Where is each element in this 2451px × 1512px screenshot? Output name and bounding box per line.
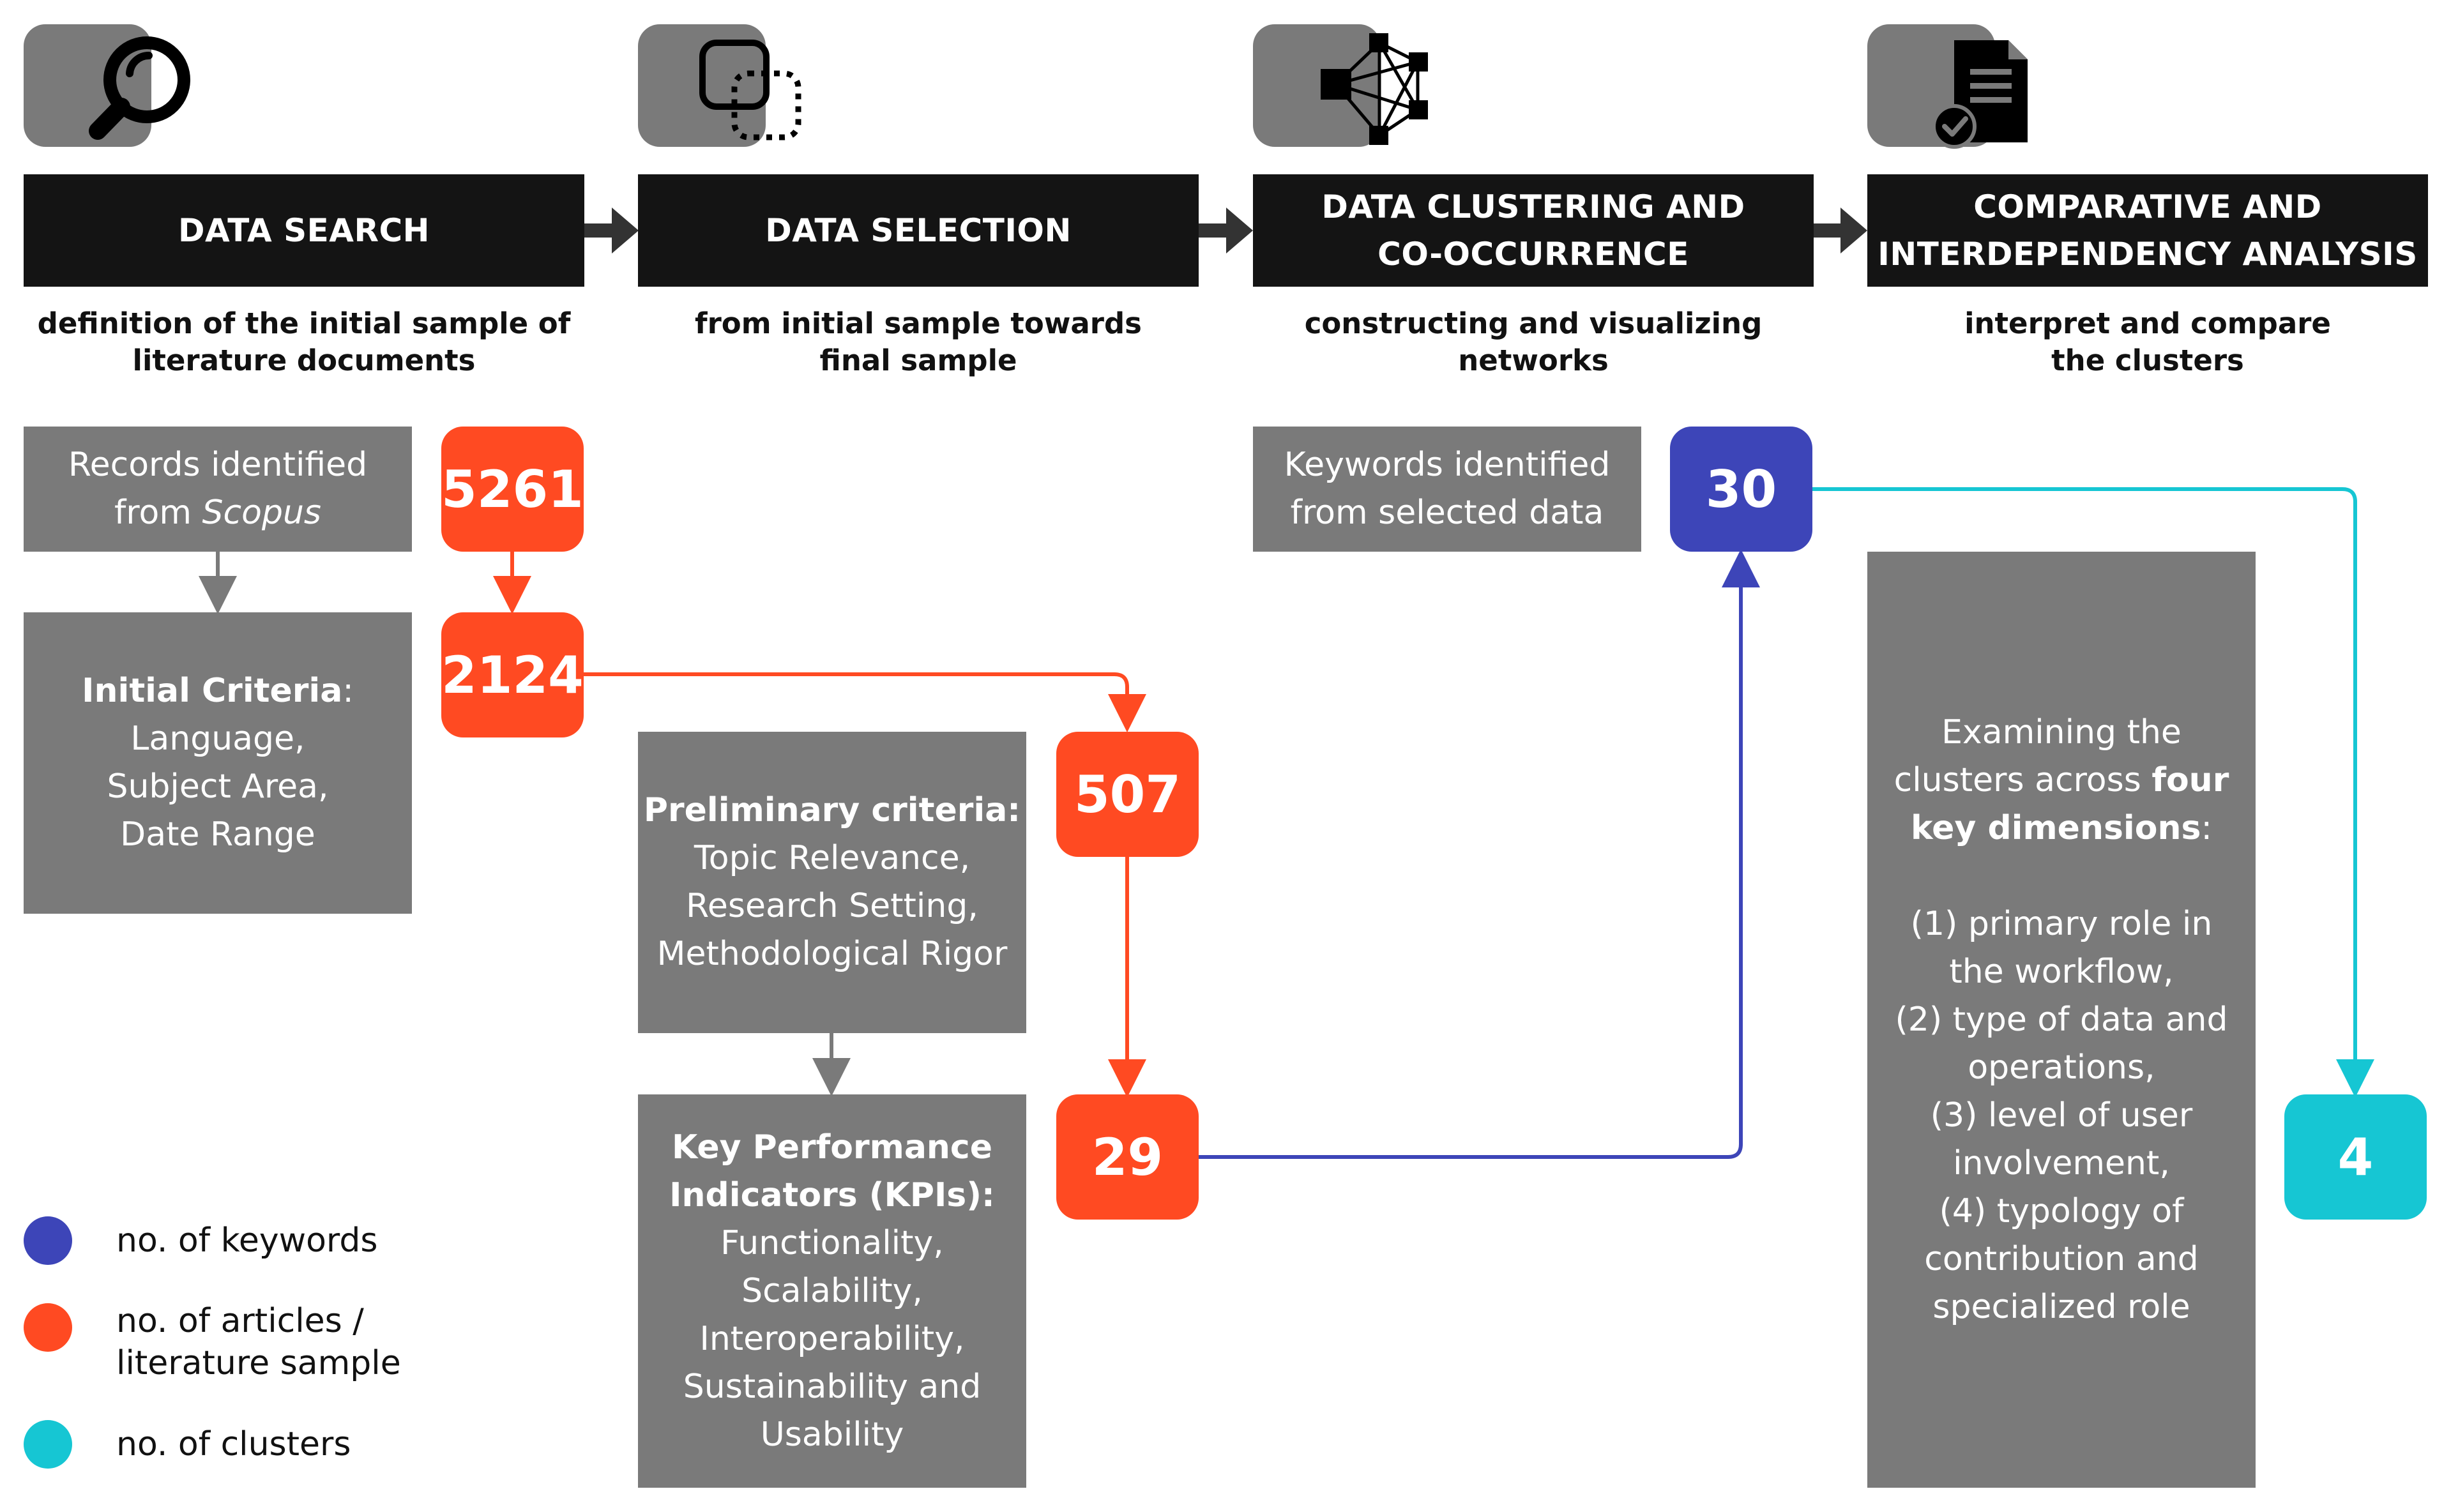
legend-dot-articles xyxy=(24,1303,72,1352)
legend-label-clusters: no. of clusters xyxy=(116,1425,351,1463)
phase-subtitle-data-selection: from initial sample towards final sample xyxy=(695,306,1142,377)
examining-intro-3-text: : xyxy=(2201,808,2212,847)
phase-title-data-selection: DATA SELECTION xyxy=(638,174,1199,287)
legend-label-keywords: no. of keywords xyxy=(116,1221,378,1260)
examining-item: contribution and xyxy=(1924,1239,2199,1278)
keywords-identified-box: Keywords identified from selected data xyxy=(1253,427,1641,552)
examining-item: (1) primary role in xyxy=(1910,904,2213,943)
count-after-initial-criteria: 2124 xyxy=(441,612,584,737)
phase-subtitle-data-clustering: constructing and visualizing networks xyxy=(1304,306,1763,377)
count-clusters: 4 xyxy=(2284,1094,2427,1220)
legend-dot-keywords xyxy=(24,1216,72,1265)
examining-item: involvement, xyxy=(1953,1144,2170,1183)
examining-item: operations, xyxy=(1968,1048,2155,1087)
initial-criteria-item: Language, xyxy=(130,720,305,758)
initial-criteria-item: Date Range xyxy=(120,815,315,854)
preliminary-criteria-box: Preliminary criteria: Topic Relevance, R… xyxy=(638,732,1026,1033)
phase-arrow-2 xyxy=(1199,208,1253,253)
examining-item: (3) level of user xyxy=(1930,1096,2193,1135)
document-check-icon xyxy=(1932,40,2028,149)
arrow-29-to-30 xyxy=(1198,549,1760,1159)
network-icon xyxy=(1321,33,1428,145)
magnifier-icon xyxy=(89,36,190,140)
phase-title-comparative-analysis: COMPARATIVE AND INTERDEPENDENCY ANALYSIS xyxy=(1867,174,2428,287)
records-box-line-1: Records identified xyxy=(68,446,368,484)
count-records-identified: 5261 xyxy=(441,427,584,552)
preliminary-criteria-item: Methodological Rigor xyxy=(656,935,1008,973)
overlapping-squares-icon xyxy=(699,40,801,140)
legend-label-articles: no. of articles / literature sample xyxy=(116,1302,401,1382)
arrow-2124-to-507 xyxy=(584,672,1146,732)
preliminary-criteria-item: Research Setting, xyxy=(686,887,978,925)
records-identified-box: Records identified from Scopus xyxy=(24,427,412,552)
examining-intro-2-bold: four xyxy=(2151,760,2229,799)
count-final-articles: 29 xyxy=(1056,1094,1199,1220)
kpi-box: Key Performance Indicators (KPIs): Funct… xyxy=(638,1094,1026,1488)
records-box-source: Scopus xyxy=(202,494,321,532)
phase-title-data-clustering: DATA CLUSTERING AND CO-OCCURRENCE xyxy=(1253,174,1814,287)
initial-criteria-heading: Initial Criteria: xyxy=(82,667,354,715)
count-keywords: 30 xyxy=(1670,427,1812,552)
initial-criteria-colon: : xyxy=(342,672,354,710)
examining-item: (4) typology of xyxy=(1939,1191,2184,1230)
examining-intro-2-text: clusters across xyxy=(1893,760,2152,799)
phase-subtitle-comparative-analysis: interpret and compare the clusters xyxy=(1964,306,2331,377)
examining-intro-3-bold: key dimensions xyxy=(1911,808,2201,847)
keywords-box-line: Keywords identified xyxy=(1284,446,1611,484)
examining-intro-line-1: Examining the xyxy=(1941,713,2182,752)
kpi-title-line: Indicators (KPIs): xyxy=(669,1176,995,1214)
kpi-item: Scalability, xyxy=(741,1271,923,1310)
keywords-box-line: from selected data xyxy=(1290,494,1604,532)
initial-criteria-item: Subject Area, xyxy=(107,767,329,806)
preliminary-criteria-item: Topic Relevance, xyxy=(694,839,971,877)
kpi-item: Sustainability and xyxy=(683,1367,982,1406)
examining-item: specialized role xyxy=(1932,1287,2190,1326)
kpi-item: Interoperability, xyxy=(699,1319,965,1358)
examining-intro-line-3: key dimensions: xyxy=(1911,805,2212,852)
count-after-preliminary: 507 xyxy=(1056,732,1199,857)
kpi-item: Usability xyxy=(760,1415,904,1454)
examining-intro-line-2: clusters across four xyxy=(1894,757,2229,805)
phase-arrow-3 xyxy=(1813,208,1867,253)
phase-subtitle-data-search: definition of the initial sample of lite… xyxy=(37,306,571,377)
examining-dimensions-box: Examining the clusters across four key d… xyxy=(1867,552,2256,1488)
records-box-from-text: from xyxy=(114,494,202,532)
phase-arrow-1 xyxy=(584,208,639,253)
examining-item: (2) type of data and xyxy=(1895,1000,2228,1039)
initial-criteria-box: Initial Criteria: Language, Subject Area… xyxy=(24,612,412,914)
legend-dot-clusters xyxy=(24,1420,72,1469)
kpi-item: Functionality, xyxy=(720,1223,944,1262)
kpi-title-line: Key Performance xyxy=(671,1128,993,1167)
initial-criteria-title: Initial Criteria xyxy=(82,672,343,710)
examining-item: the workflow, xyxy=(1949,952,2174,991)
phase-title-data-search: DATA SEARCH xyxy=(24,174,584,287)
preliminary-criteria-title: Preliminary criteria: xyxy=(643,791,1021,829)
phase-3-icon-bg xyxy=(1253,24,1381,147)
records-box-line-2: from Scopus xyxy=(114,489,321,537)
